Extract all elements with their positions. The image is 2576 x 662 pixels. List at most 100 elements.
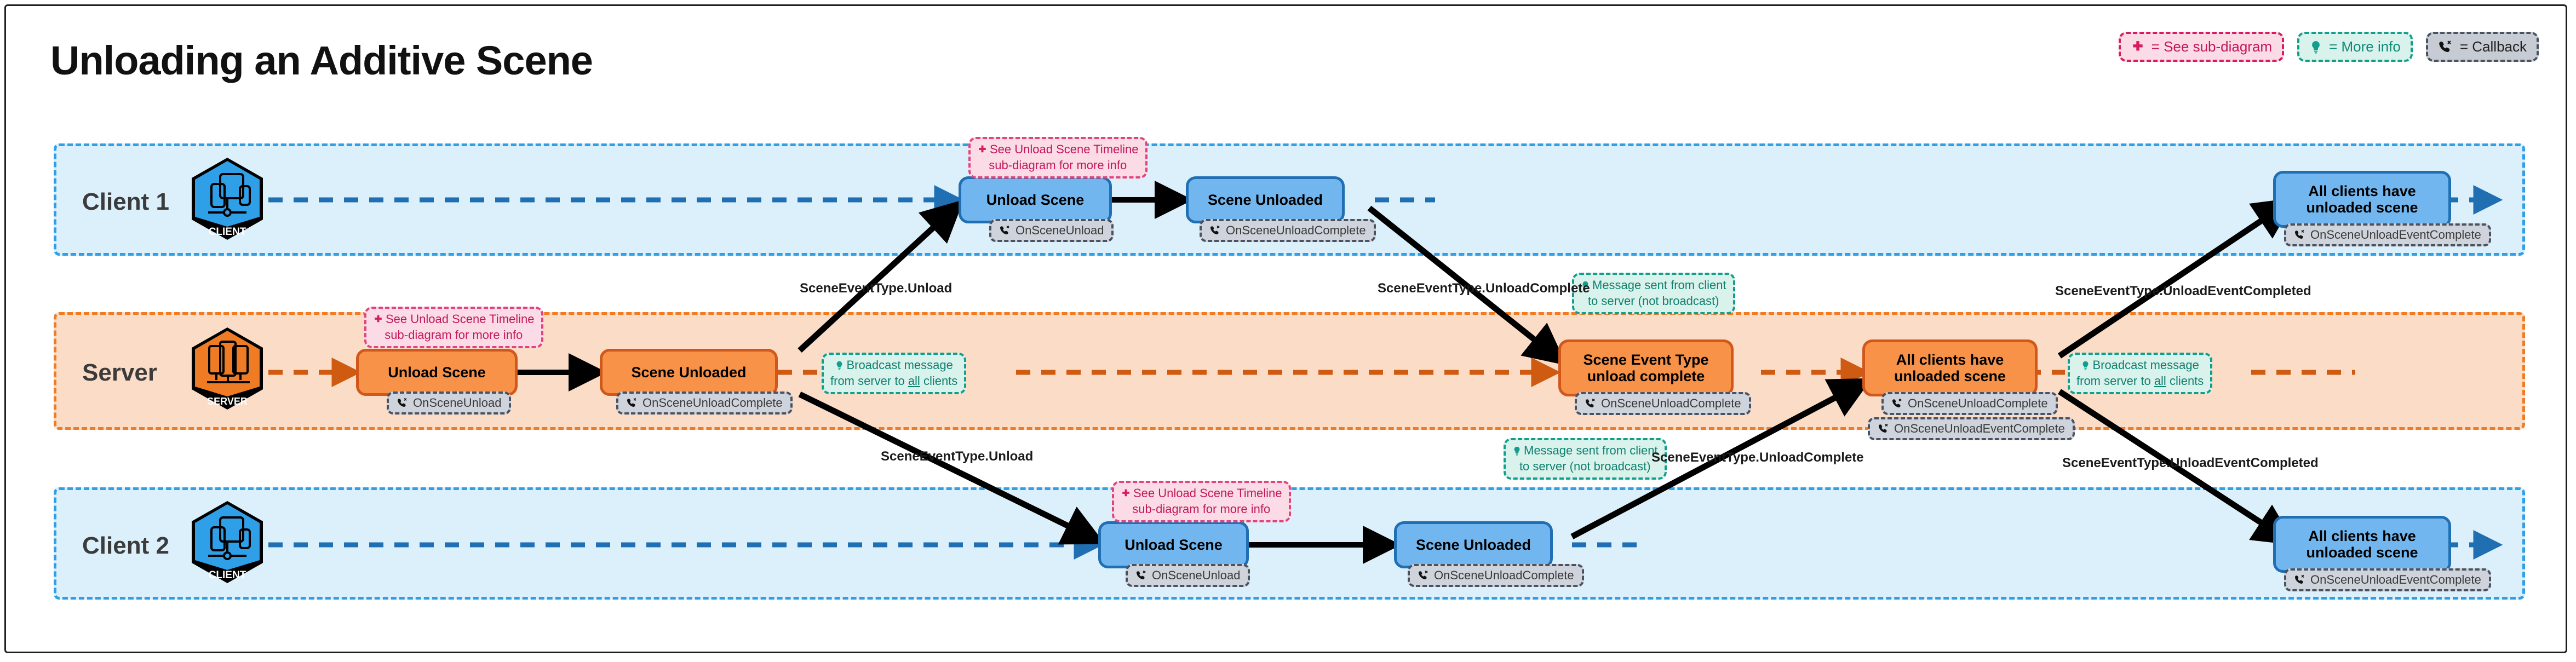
callback-server-onsceneunload: OnSceneUnload (387, 392, 512, 415)
callback-phone-icon (2294, 574, 2304, 584)
plus-icon (2133, 41, 2143, 50)
node-client2-unload-scene[interactable]: Unload Scene (1098, 521, 1249, 568)
callback-label: OnSceneUnload (1152, 568, 1241, 582)
node-label: Unload Scene (986, 191, 1085, 208)
node-label: Scene Unloaded (631, 364, 747, 381)
node-server-unload-scene[interactable]: Unload Scene (356, 349, 518, 396)
lightbulb-icon (1581, 280, 1590, 294)
note-line2: to server (not broadcast) (1587, 294, 1719, 308)
callback-phone-icon (2439, 40, 2451, 52)
callback-phone-icon (1878, 423, 1888, 433)
node-server-all-clients-unloaded[interactable]: All clients have unloaded scene (1862, 339, 2038, 396)
node-server-scene-unloaded[interactable]: Scene Unloaded (600, 349, 778, 396)
callback-client2-onsceneunloadeventcomplete: OnSceneUnloadEventComplete (2284, 568, 2491, 591)
note-line1: See Unload Scene Timeline (386, 312, 535, 326)
badge-client1: CLIENT (192, 158, 263, 240)
callback-phone-icon (627, 398, 636, 407)
edge-label-unloadcomplete-upper: SceneEventType.UnloadComplete (1378, 281, 1590, 296)
note-line2: to server (not broadcast) (1519, 459, 1651, 474)
callback-client2-onsceneunload: OnSceneUnload (1126, 564, 1250, 587)
callback-client1-onsceneunloadeventcomplete: OnSceneUnloadEventComplete (2284, 223, 2491, 246)
node-client2-scene-unloaded[interactable]: Scene Unloaded (1394, 521, 1553, 568)
callback-client1-onsceneunloadcomplete: OnSceneUnloadComplete (1200, 219, 1376, 242)
node-label: All clients have unloaded scene (2306, 182, 2418, 216)
legend-label-more-info: = More info (2329, 38, 2401, 55)
callback-label: OnSceneUnloadComplete (642, 396, 783, 410)
callback-label: OnSceneUnload (413, 396, 502, 410)
lane-label-client2: Client 2 (82, 532, 169, 559)
edge-label-unload-lower: SceneEventType.Unload (881, 449, 1034, 464)
legend-label-callback: = Callback (2459, 38, 2527, 55)
callback-server-all-onsceneunloadcomplete: OnSceneUnloadComplete (1881, 392, 2058, 415)
node-label: All clients have unloaded scene (1894, 351, 2006, 384)
badge-client2-label: CLIENT (209, 569, 246, 581)
node-label: Scene Event Type unload complete (1583, 351, 1709, 384)
node-client1-unload-scene[interactable]: Unload Scene (959, 176, 1112, 223)
callback-phone-icon (2294, 229, 2304, 239)
edge-label-unloadeventcompleted-lower: SceneEventType.UnloadEventCompleted (2062, 456, 2319, 470)
callback-phone-icon (1000, 225, 1009, 234)
note-line1: See Unload Scene Timeline (990, 142, 1139, 156)
page-title: Unloading an Additive Scene (50, 38, 593, 83)
note-line2: sub-diagram for more info (385, 328, 523, 342)
legend-item-sub-diagram: = See sub-diagram (2118, 32, 2285, 62)
note-line2a: from server to (2076, 374, 2154, 388)
lightbulb-icon (1512, 445, 1522, 459)
note-line1: Broadcast message (846, 358, 953, 372)
note-line2a: from server to (830, 374, 908, 388)
note-line1: Message sent from client (1524, 444, 1658, 457)
callback-server-eventtype-onsceneunloadcomplete: OnSceneUnloadComplete (1575, 392, 1751, 415)
callback-server-all-onsceneunloadeventcomplete: OnSceneUnloadEventComplete (1868, 417, 2075, 440)
note-line1: See Unload Scene Timeline (1133, 486, 1282, 500)
lightbulb-icon (2081, 360, 2090, 374)
callback-label: OnSceneUnloadComplete (1434, 568, 1574, 582)
callback-phone-icon (1210, 225, 1220, 234)
node-server-scene-event-type-unload-complete[interactable]: Scene Event Type unload complete (1558, 339, 1734, 396)
legend-item-callback: = Callback (2425, 32, 2539, 62)
node-client2-all-clients-unloaded[interactable]: All clients have unloaded scene (2273, 516, 2451, 573)
plus-icon (373, 314, 383, 328)
callback-phone-icon (1418, 570, 1428, 579)
badge-client2: CLIENT (192, 501, 263, 583)
badge-server: SERVER (192, 327, 263, 410)
note-line2b: all (908, 374, 920, 388)
note-broadcast-left[interactable]: Broadcast message from server to all cli… (822, 353, 967, 394)
callback-label: OnSceneUnloadComplete (1908, 396, 2048, 410)
callback-label: OnSceneUnloadComplete (1226, 223, 1366, 237)
node-client1-all-clients-unloaded[interactable]: All clients have unloaded scene (2273, 171, 2451, 228)
note-line2c: clients (920, 374, 958, 388)
note-client-to-server-lower[interactable]: Message sent from client to server (not … (1504, 438, 1667, 480)
note-line1: Broadcast message (2092, 358, 2199, 372)
lightbulb-icon (835, 360, 844, 374)
note-broadcast-right[interactable]: Broadcast message from server to all cli… (2068, 353, 2213, 394)
note-line2: sub-diagram for more info (1132, 502, 1271, 516)
badge-client1-label: CLIENT (209, 226, 246, 238)
callback-label: OnSceneUnloadEventComplete (2310, 573, 2481, 586)
plus-icon (977, 144, 988, 158)
callback-phone-icon (1585, 398, 1595, 407)
note-line1: Message sent from client (1592, 278, 1726, 292)
callback-label: OnSceneUnload (1016, 223, 1104, 237)
note-client-to-server-upper[interactable]: Message sent from client to server (not … (1572, 273, 1735, 314)
edge-label-unloadcomplete-lower: SceneEventType.UnloadComplete (1651, 450, 1864, 465)
edge-label-unload-upper: SceneEventType.Unload (800, 281, 953, 296)
note-subdiagram-server[interactable]: See Unload Scene Timeline sub-diagram fo… (364, 307, 543, 348)
legend-item-more-info: = More info (2297, 32, 2413, 62)
callback-label: OnSceneUnloadComplete (1601, 396, 1741, 410)
note-subdiagram-client2[interactable]: See Unload Scene Timeline sub-diagram fo… (1112, 481, 1291, 522)
lane-label-server: Server (82, 359, 158, 386)
note-subdiagram-client1[interactable]: See Unload Scene Timeline sub-diagram fo… (968, 137, 1148, 179)
node-client1-scene-unloaded[interactable]: Scene Unloaded (1186, 176, 1345, 223)
callback-phone-icon (397, 398, 407, 407)
callback-client1-onsceneunload: OnSceneUnload (989, 219, 1114, 242)
node-label: Scene Unloaded (1207, 191, 1323, 208)
node-label: Unload Scene (388, 364, 486, 381)
callback-phone-icon (1892, 398, 1902, 407)
edge-label-unloadeventcompleted-upper: SceneEventType.UnloadEventCompleted (2055, 284, 2311, 298)
note-line2: sub-diagram for more info (989, 158, 1127, 172)
callback-phone-icon (1136, 570, 1146, 579)
lane-label-client1: Client 1 (82, 188, 169, 215)
node-label: All clients have unloaded scene (2306, 527, 2418, 561)
lightbulb-icon (2312, 41, 2320, 53)
